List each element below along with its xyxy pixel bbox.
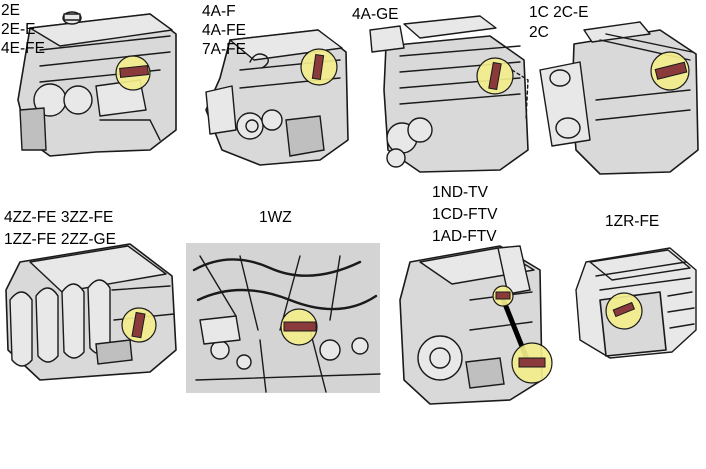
engine-label: 2E xyxy=(1,2,20,19)
engine-label: 1ND-TV xyxy=(432,184,489,201)
dlc-connector-icon xyxy=(131,311,146,339)
engine-label: 1AD-FTV xyxy=(432,228,497,245)
dlc-connector-icon xyxy=(488,61,502,91)
dlc-connector-icon xyxy=(283,321,317,332)
engine-panel-1wz: 1WZ xyxy=(186,209,381,393)
engine-illustration-1wz xyxy=(192,255,381,393)
engine-label: 4E-FE xyxy=(1,40,45,57)
engine-panel-4a: 4A-F 4A-FE 7A-FE xyxy=(202,3,349,166)
engine-label: 2E-E xyxy=(1,21,35,38)
dlc-connector-icon xyxy=(612,301,636,318)
dlc-connector-icon xyxy=(654,61,688,80)
engine-label: 4ZZ-FE 3ZZ-FE xyxy=(4,209,113,226)
engine-panel-1zr: 1ZR-FE xyxy=(575,213,697,359)
engine-label: 2C xyxy=(529,24,549,41)
engine-illustration-1nd xyxy=(399,245,543,405)
dlc-connector-icon xyxy=(495,291,511,300)
dlc-connector-icon xyxy=(311,53,325,81)
engine-panel-zz: 4ZZ-FE 3ZZ-FE 1ZZ-FE 2ZZ-GE xyxy=(4,209,177,381)
engine-label: 1ZZ-FE 2ZZ-GE xyxy=(4,231,116,248)
engine-label: 1CD-FTV xyxy=(432,206,498,223)
engine-label: 1ZR-FE xyxy=(605,213,659,230)
engine-label: 1C 2C-E xyxy=(529,4,588,21)
engine-panel-2e: 2E 2E-E 4E-FE xyxy=(1,2,177,157)
engine-label: 1WZ xyxy=(259,209,292,226)
engine-illustration-2e xyxy=(17,11,177,157)
dlc-connector-icon xyxy=(518,357,546,368)
engine-panel-1c: 1C 2C-E 2C xyxy=(529,4,699,175)
engine-panel-1nd: 1ND-TV 1CD-FTV 1AD-FTV xyxy=(399,184,553,405)
engine-label: 4A-F xyxy=(202,3,236,20)
engine-illustration-4age xyxy=(369,15,529,173)
engine-label: 7A-FE xyxy=(202,41,246,58)
engine-illustration-1c xyxy=(539,21,699,175)
engine-illustration-zz xyxy=(5,243,177,381)
engine-label: 4A-FE xyxy=(202,22,246,39)
engine-label: 4A-GE xyxy=(352,6,399,23)
engine-panel-4age: 4A-GE xyxy=(352,6,529,173)
dlc-connector-icon xyxy=(119,65,149,78)
